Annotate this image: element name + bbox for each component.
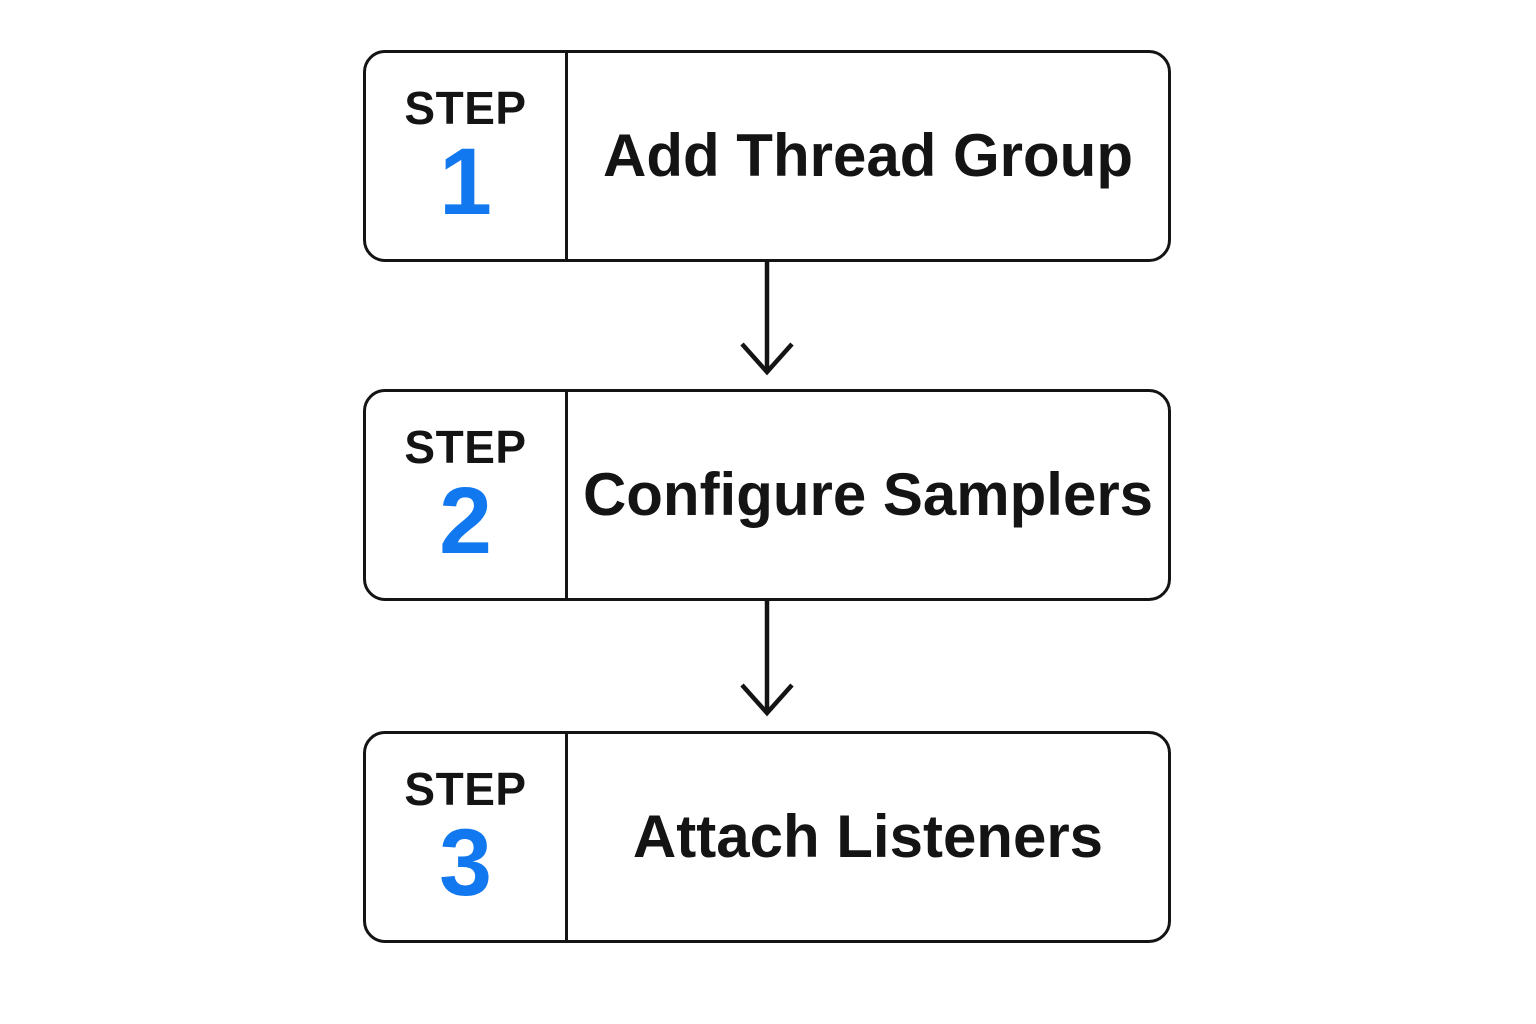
step-box-3: STEP 3 Attach Listeners	[363, 731, 1171, 943]
arrow-down-icon	[740, 260, 794, 376]
step-title-cell-1: Add Thread Group	[568, 53, 1168, 259]
step-box-2: STEP 2 Configure Samplers	[363, 389, 1171, 601]
step-number: 1	[439, 128, 492, 235]
step-title-cell-3: Attach Listeners	[568, 734, 1168, 940]
step-label: STEP	[404, 762, 527, 815]
step-label: STEP	[404, 420, 527, 473]
step-number-cell-3: STEP 3	[366, 734, 568, 940]
step-title: Configure Samplers	[582, 461, 1154, 528]
step-label: STEP	[404, 81, 527, 134]
step-title: Add Thread Group	[603, 122, 1133, 189]
step-box-1: STEP 1 Add Thread Group	[363, 50, 1171, 262]
step-number: 3	[439, 809, 492, 916]
step-title-cell-2: Configure Samplers	[568, 392, 1168, 598]
step-number: 2	[439, 467, 492, 574]
step-number-cell-2: STEP 2	[366, 392, 568, 598]
step-number-cell-1: STEP 1	[366, 53, 568, 259]
step-title: Attach Listeners	[632, 803, 1104, 870]
arrow-down-icon	[740, 601, 794, 717]
